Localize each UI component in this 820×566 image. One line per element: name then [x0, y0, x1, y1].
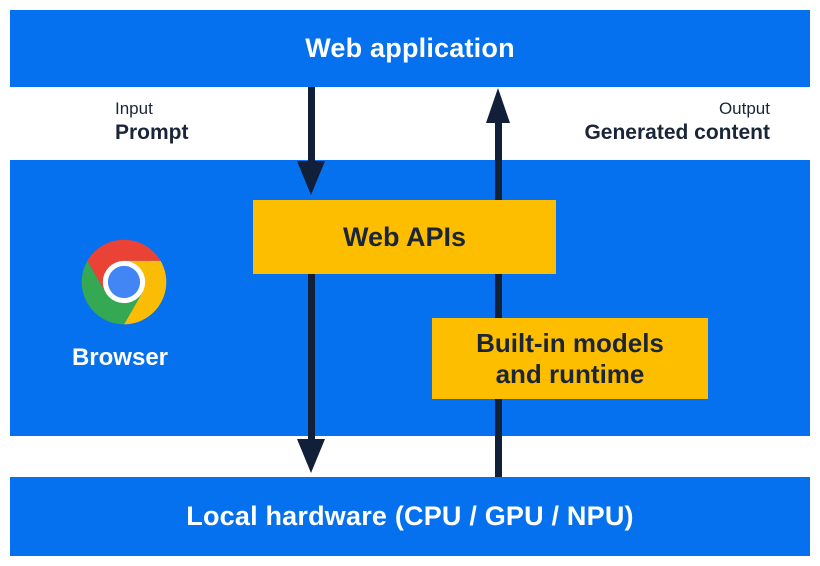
down-arrow-head-icon: [297, 161, 325, 195]
prompt-label: Prompt: [115, 121, 189, 144]
up-arrow-head-icon: [486, 88, 510, 123]
builtin-models-line1: Built-in models: [476, 327, 664, 358]
local-hardware-bar: Local hardware (CPU / GPU / NPU): [10, 477, 810, 556]
web-apis-box: Web APIs: [253, 200, 556, 274]
builtin-models-line2: and runtime: [495, 358, 645, 389]
down-arrow-head-bottom-icon: [297, 439, 325, 473]
browser-label: Browser: [71, 344, 169, 371]
builtin-models-box: Built-in models and runtime: [432, 318, 708, 399]
web-application-label: Web application: [305, 33, 515, 63]
chrome-icon: [81, 239, 167, 325]
down-arrow-shaft-upper: [308, 87, 315, 163]
down-arrow-shaft-lower: [308, 272, 315, 441]
web-application-bar: Web application: [10, 10, 810, 87]
generated-content-label: Generated content: [584, 121, 770, 144]
input-caption-label: Input: [115, 99, 153, 118]
up-arrow-shaft: [495, 118, 502, 477]
local-hardware-label: Local hardware (CPU / GPU / NPU): [186, 501, 634, 531]
builtin-models-label: Built-in models and runtime: [476, 328, 664, 390]
output-caption-label: Output: [718, 99, 770, 118]
chrome-icon-blue-center: [107, 265, 141, 299]
web-apis-label: Web APIs: [342, 221, 467, 252]
